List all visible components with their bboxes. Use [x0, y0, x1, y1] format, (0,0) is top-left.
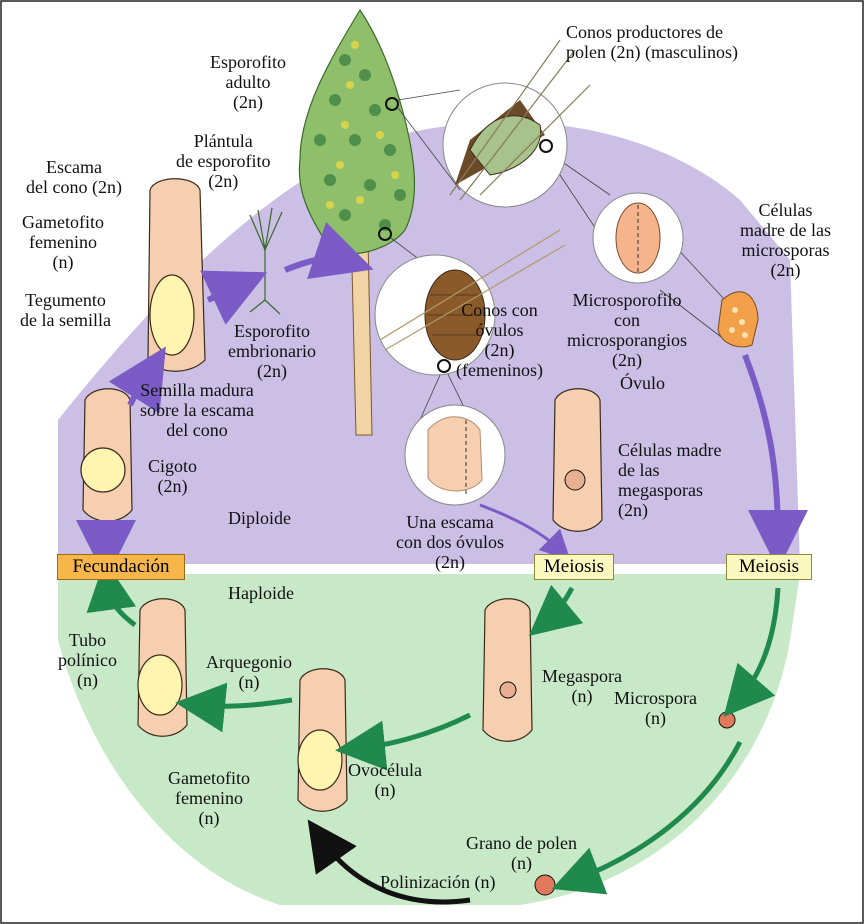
label-gametofito-femenino-bottom: Gametofito femenino (n) — [168, 768, 250, 828]
label-microsporofilo: Microsporofilo con microsporangios (2n) — [567, 290, 687, 370]
label-grano-polen: Grano de polen (n) — [466, 833, 577, 873]
label-gametofito-femenino-top: Gametofito femenino (n) — [22, 212, 104, 272]
label-plantula: Plántula de esporofito (2n) — [176, 131, 270, 191]
label-una-escama: Una escama con dos óvulos (2n) — [396, 512, 504, 572]
label-celulas-madre-megasporas: Células madre de las megasporas (2n) — [618, 440, 721, 520]
label-tubo-polinico: Tubo polínico (n) — [58, 630, 117, 690]
label-haploide: Haploide — [228, 583, 294, 603]
label-semilla-madura: Semilla madura sobre la escama del cono — [140, 380, 254, 440]
label-escama-cono: Escama del cono (2n) — [26, 157, 122, 197]
label-ovulo: Óvulo — [620, 373, 665, 393]
label-tegumento: Tegumento de la semilla — [20, 290, 111, 330]
fecundacion-box: Fecundación — [57, 554, 185, 580]
ovule-scale-zoom — [405, 405, 505, 505]
label-esporofito-embrionario: Esporofito embrionario (2n) — [228, 321, 316, 381]
label-arquegonio: Arquegonio (n) — [206, 652, 292, 692]
microsporophyll-zoom — [593, 193, 683, 283]
label-ovocelula: Ovocélula (n) — [348, 760, 422, 800]
label-diploide: Diploide — [228, 508, 291, 528]
label-microspora: Microspora (n) — [614, 688, 697, 728]
label-conos-polen: Conos productores de polen (2n) (masculi… — [566, 22, 738, 62]
label-esporofito-adulto: Esporofito adulto (2n) — [210, 52, 286, 112]
label-celulas-madre-microsporas: Células madre de las microsporas (2n) — [740, 200, 831, 280]
microsporangium-sac — [718, 292, 758, 347]
meiosis-box-right: Meiosis — [726, 554, 812, 580]
label-cigoto: Cigoto (2n) — [148, 456, 197, 496]
meiosis-box-left: Meiosis — [534, 554, 614, 580]
label-conos-ovulos: Conos con óvulos (2n) (femeninos) — [456, 300, 543, 380]
label-megaspora: Megaspora (n) — [542, 666, 622, 706]
label-polinizacion: Polinización (n) — [380, 872, 495, 892]
